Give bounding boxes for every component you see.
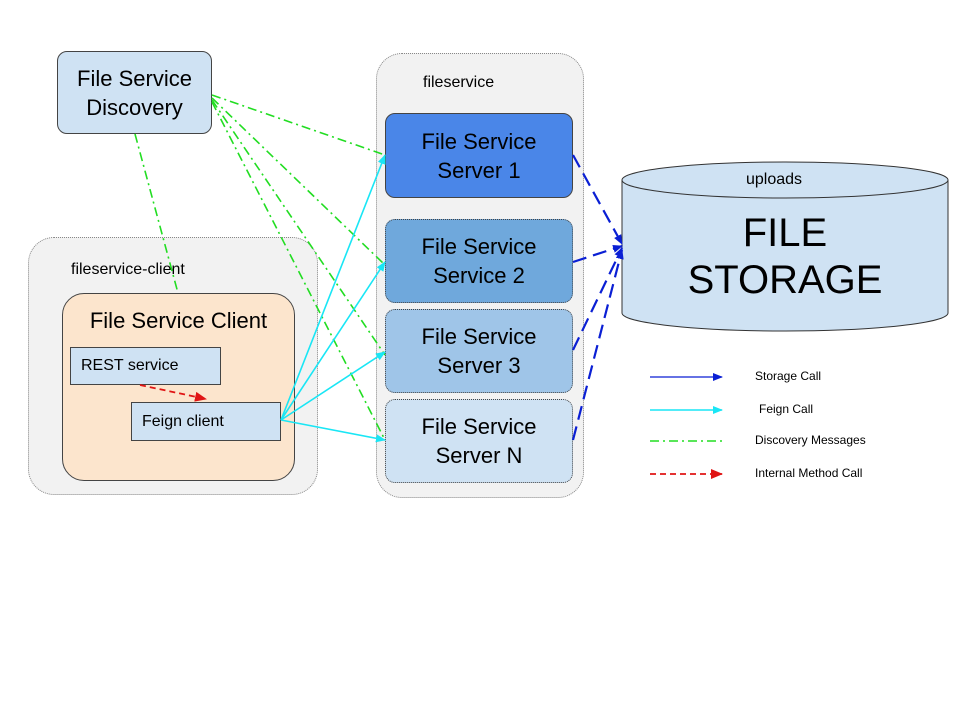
feign-line-server1 <box>280 154 386 421</box>
legend-feign-label: Feign Call <box>759 402 814 416</box>
discovery-node: File Service Discovery <box>57 51 212 134</box>
storage-line-servern <box>571 249 624 441</box>
storage-cylinder <box>621 161 949 332</box>
discovery-line-client <box>134 133 179 294</box>
feign-client-box: Feign client <box>131 402 281 441</box>
storage-top-label: uploads <box>746 171 803 188</box>
feign-line-service2 <box>280 261 386 421</box>
server-3-node: File Service Server 3 <box>385 309 573 393</box>
server-1-node: File Service Server 1 <box>385 113 573 198</box>
legend-storage-label: Storage Call <box>755 369 822 383</box>
storage-title-line1: FILE <box>742 211 828 255</box>
server-3-label: File Service Server 3 <box>421 324 537 378</box>
client-node-label: File Service Client <box>89 308 268 333</box>
discovery-line-service2 <box>211 97 386 266</box>
storage-title: FILE STORAGE <box>622 210 948 304</box>
legend-discovery-label: Discovery Messages <box>755 433 866 447</box>
server-n-node: File Service Server N <box>385 399 573 483</box>
discovery-line-server1 <box>211 94 386 156</box>
storage-line-server1 <box>572 154 623 245</box>
feign-line-servern <box>280 419 386 443</box>
feign-client-label: Feign client <box>142 412 224 430</box>
storage-title-line2: STORAGE <box>687 258 883 302</box>
feign-line-server3 <box>280 351 386 421</box>
rest-service-label: REST service <box>81 357 179 374</box>
rest-service-box: REST service <box>70 347 221 385</box>
discovery-line-servern <box>211 101 386 441</box>
service-2-label: File Service Service 2 <box>421 234 537 288</box>
discovery-node-label: File Service Discovery <box>77 65 192 120</box>
internal-call-line <box>139 384 207 402</box>
discovery-line-server3 <box>211 99 386 356</box>
legend-internal-label: Internal Method Call <box>755 466 863 480</box>
fileservice-group-label: fileservice <box>423 74 495 91</box>
storage-line-service2 <box>572 244 623 264</box>
fileservice-client-group-label: fileservice-client <box>71 261 185 278</box>
storage-line-server3 <box>572 247 623 351</box>
server-n-label: File Service Server N <box>421 414 537 468</box>
service-2-node: File Service Service 2 <box>385 219 573 303</box>
server-1-label: File Service Server 1 <box>421 128 537 183</box>
